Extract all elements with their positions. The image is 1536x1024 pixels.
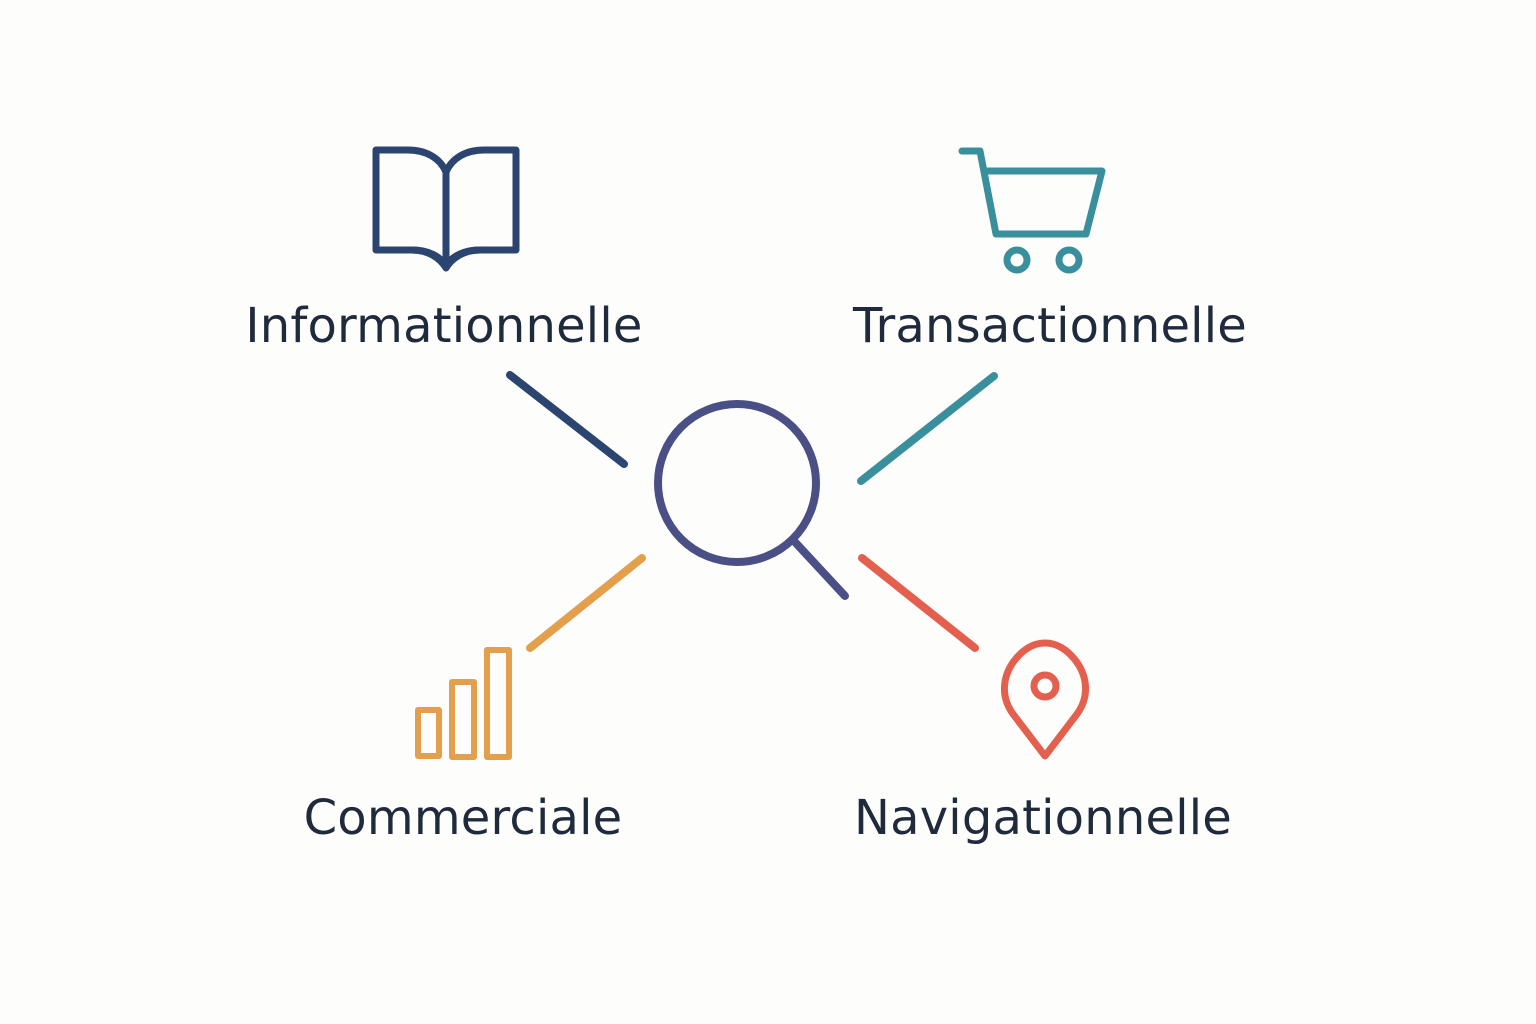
open-book-icon xyxy=(372,146,520,272)
label-transactional: Transactionnelle xyxy=(853,298,1247,354)
connector-transactional xyxy=(857,372,998,485)
shopping-cart-icon xyxy=(958,147,1106,274)
connector-commercial xyxy=(526,554,646,652)
connector-informational xyxy=(506,371,628,468)
connector-navigational xyxy=(858,554,979,652)
magnifying-glass-icon xyxy=(654,400,849,600)
label-informational: Informationnelle xyxy=(245,298,643,354)
label-navigational: Navigationnelle xyxy=(853,790,1233,846)
label-commercial: Commerciale xyxy=(303,790,623,846)
map-pin-icon xyxy=(1001,639,1089,760)
bar-chart-icon xyxy=(415,647,512,760)
